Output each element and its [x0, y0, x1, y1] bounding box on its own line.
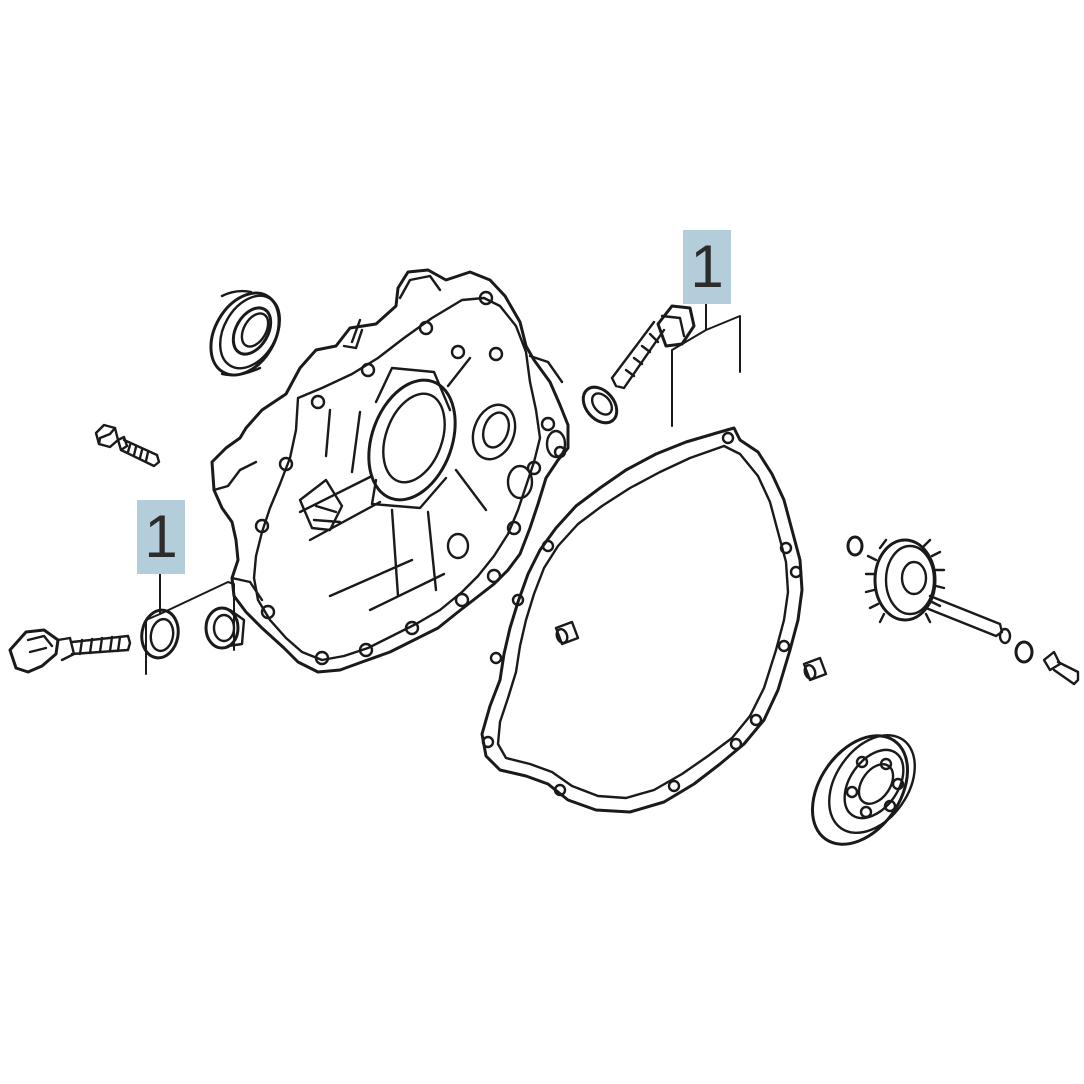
crankcase-cover [210, 268, 570, 674]
callout-number: 1 [690, 233, 724, 300]
oil-filler-cap-left [8, 628, 132, 674]
o-ring-left [140, 608, 180, 660]
callout-number: 1 [144, 503, 178, 570]
flange-bolt [94, 423, 161, 468]
callout-label-left: 1 [137, 500, 185, 574]
callout-label-top: 1 [683, 230, 731, 304]
callout-leader-top [671, 301, 741, 427]
governor-gear-assembly [846, 535, 1080, 686]
oil-filler-cap-right [610, 304, 696, 390]
drain-bolt-washer [204, 606, 246, 650]
dowel-pin-lower [802, 656, 828, 682]
cover-gasket [480, 426, 804, 814]
oil-seal [209, 289, 281, 377]
o-ring-right [581, 385, 619, 425]
callout-leader-left [145, 571, 235, 675]
dowel-pin-upper [554, 620, 580, 646]
radial-ball-bearing [810, 733, 916, 846]
